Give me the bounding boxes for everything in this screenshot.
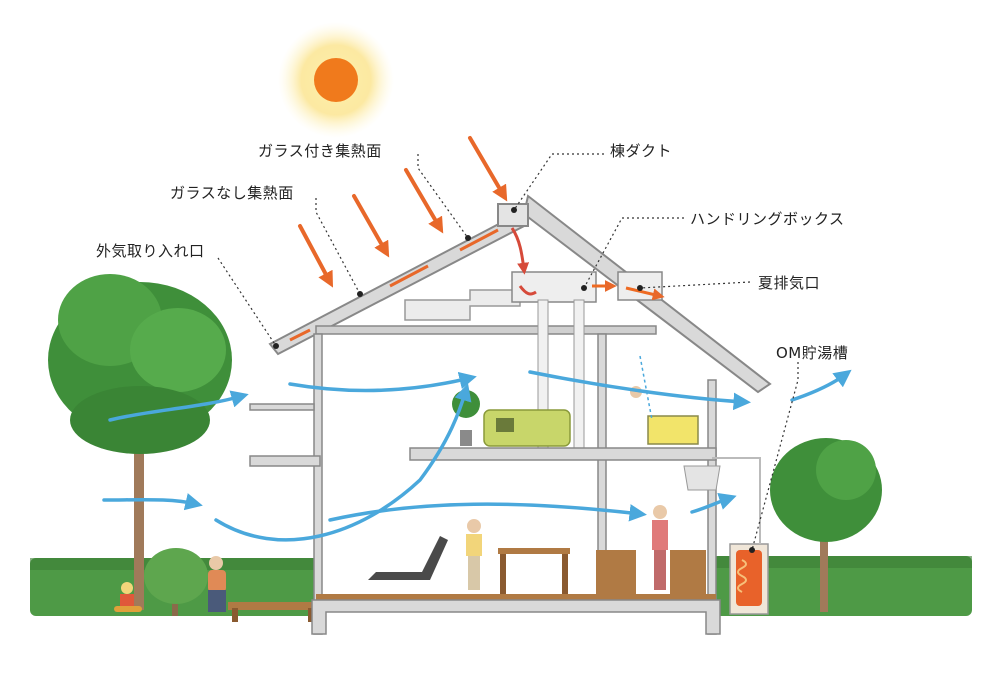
- label-outdoor-air-intake: 外気取り入れ口: [96, 242, 205, 260]
- sofa: [483, 409, 571, 447]
- dining-table: [498, 548, 570, 594]
- bathtub: [630, 355, 699, 445]
- tree-right: [770, 438, 882, 612]
- om-hot-water-tank: [712, 457, 769, 615]
- leader-lines: [217, 153, 799, 551]
- range-hood: [683, 465, 721, 491]
- label-summer-exhaust: 夏排気口: [758, 274, 821, 292]
- solar-ray-icon: [298, 136, 508, 288]
- sun-icon: [278, 22, 394, 138]
- child-on-toy: [114, 582, 142, 612]
- exhaust-arrow-icon: [510, 227, 665, 301]
- label-glazed-collector: ガラス付き集熱面: [258, 142, 382, 160]
- label-unglazed-collector: ガラスなし集熱面: [170, 184, 294, 202]
- bench: [228, 602, 318, 622]
- tree-small: [144, 548, 208, 616]
- label-ridge-duct: 棟ダクト: [610, 142, 673, 160]
- person-standing: [466, 519, 482, 590]
- person-kitchen: [652, 505, 668, 590]
- kitchen-counter: [596, 550, 706, 594]
- label-handling-box: ハンドリングボックス: [690, 210, 845, 228]
- air-flow-arrow-icon: [102, 369, 852, 542]
- lounge-chair: [368, 536, 448, 580]
- label-om-hot-water-tank: OM貯湯槽: [776, 344, 849, 362]
- person-outside: [208, 556, 226, 612]
- leader-dots: [273, 207, 755, 553]
- tree-left: [48, 274, 232, 610]
